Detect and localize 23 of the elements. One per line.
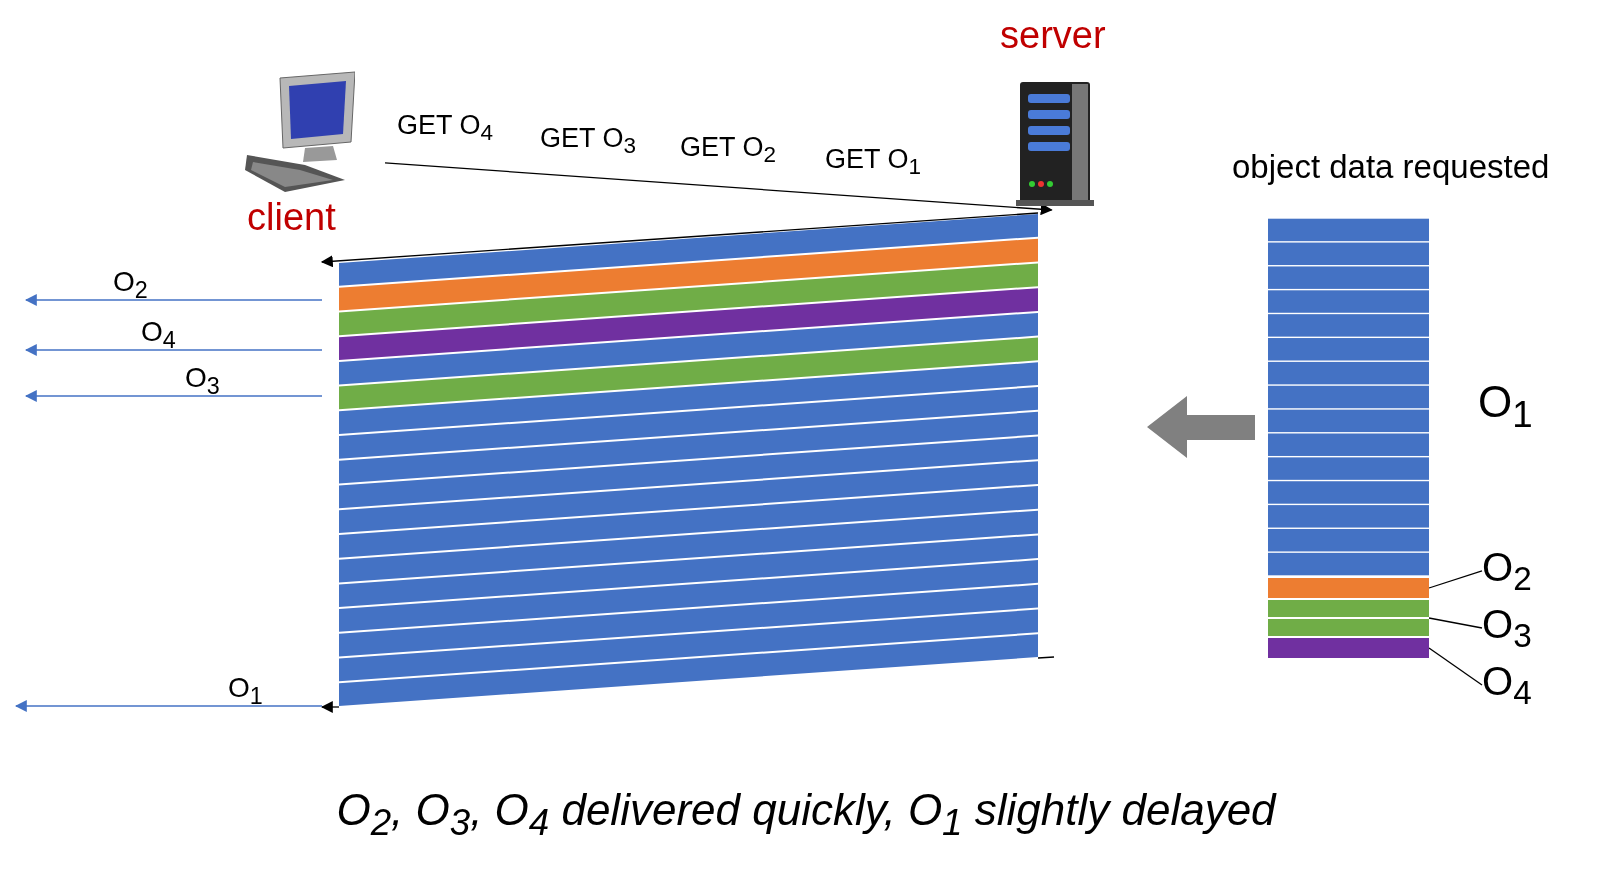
node-label: server [1000,16,1106,54]
node-label: client [247,198,336,236]
data-segment [1268,600,1429,636]
text-label: GET O$_{3}$ [540,125,637,158]
leader-line [1428,617,1483,629]
data-segment [1268,638,1429,658]
leader-line [1428,570,1483,589]
data-segment [1268,578,1429,598]
callout-label: O$_{3}$ [1482,603,1532,653]
text-label: O$_{1}$ [228,674,263,708]
stack-title: object data requested [1232,150,1550,183]
text-label: O$_{3}$ [185,364,220,398]
callout-label: O$_{4}$ [1482,660,1532,710]
arrow [384,162,1053,216]
text-label: GET O$_{2}$ [680,134,777,167]
text-label: O$_{4}$ [141,318,176,352]
text-label: GET O$_{1}$ [825,146,922,179]
leader-line [1428,647,1483,686]
caption: O$_{2}$, O$_{3}$, O$_{4}$ delivered quickly, O$_{1}$ slightly delayed [335,788,1278,842]
text-label: GET O$_{4}$ [397,112,494,145]
callout-label: O$_{2}$ [1482,546,1532,596]
text-label: O$_{1}$ [1478,380,1533,434]
text-label: O$_{2}$ [113,268,148,302]
